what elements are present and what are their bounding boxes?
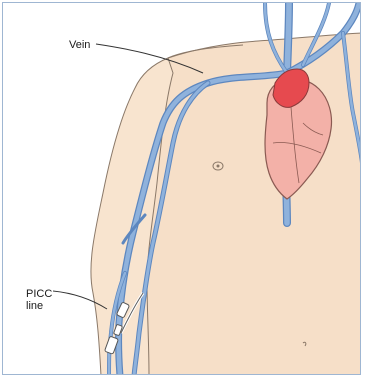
vein-label: Vein [69, 39, 90, 51]
picc-line-label: PICC line [26, 288, 52, 312]
diagram-frame: Vein PICC line [2, 2, 361, 375]
picc-label-line1: PICC [26, 288, 52, 300]
torso-skin [139, 33, 361, 375]
picc-illustration [3, 3, 361, 375]
picc-label-line2: line [26, 300, 52, 312]
